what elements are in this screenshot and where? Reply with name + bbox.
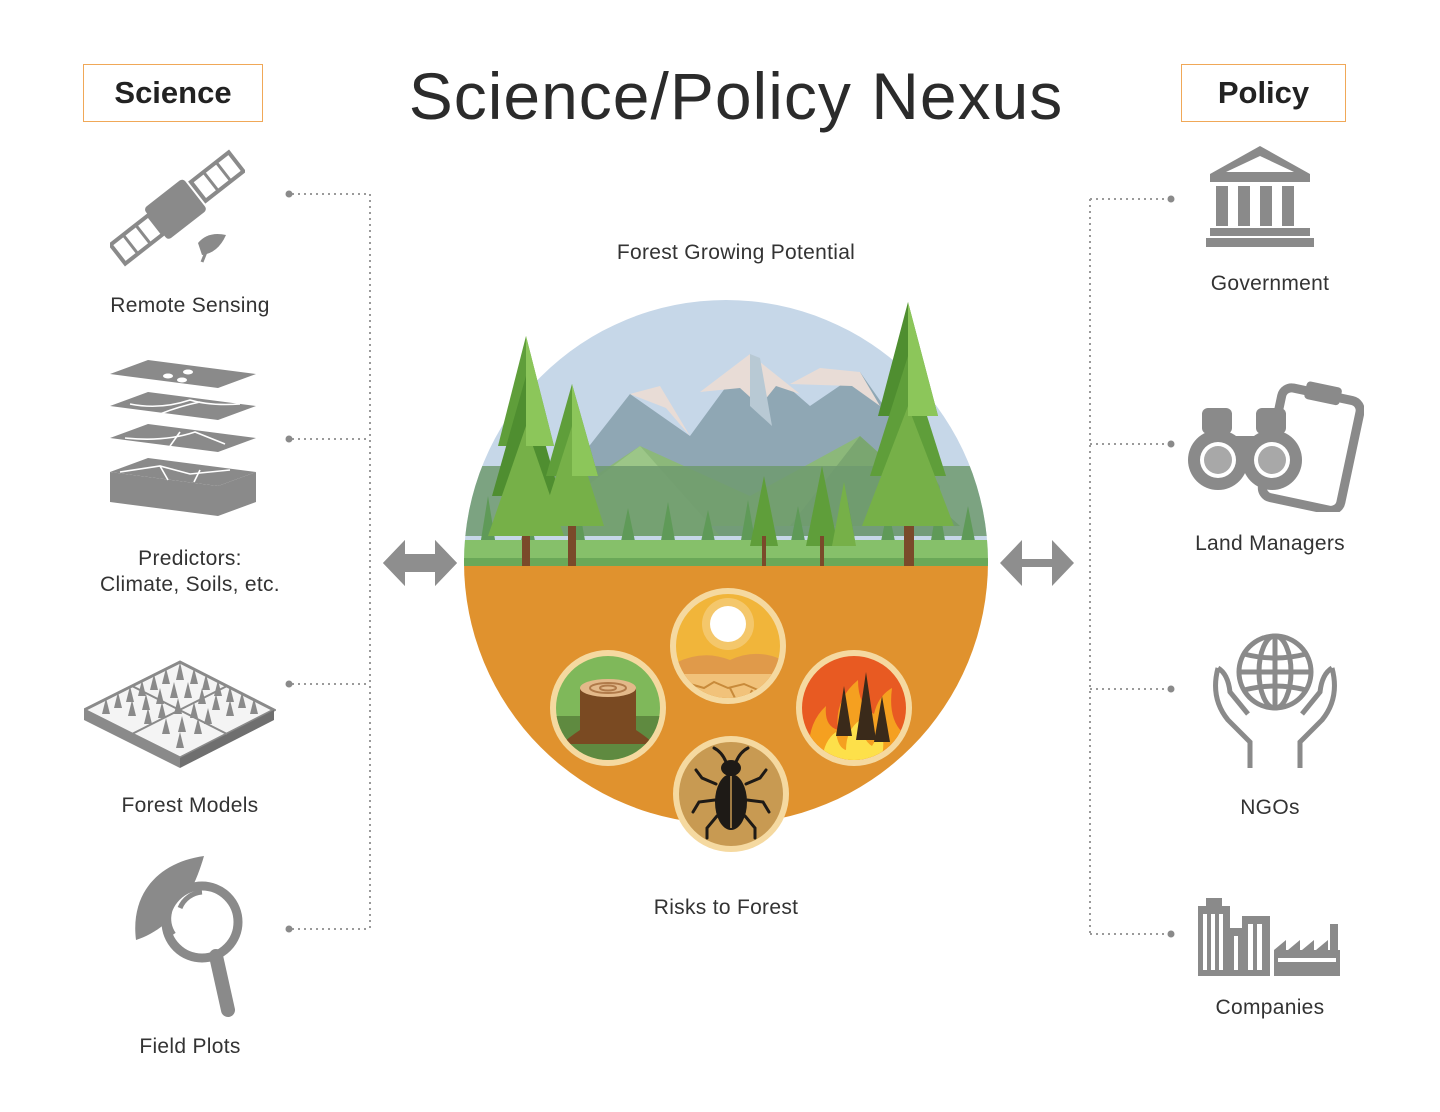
left-double-arrow-icon bbox=[383, 540, 457, 586]
ngos-label: NGOs bbox=[1240, 796, 1300, 819]
science-heading: Science bbox=[83, 64, 263, 122]
page-title: Science/Policy Nexus bbox=[408, 59, 1064, 133]
leaf-magnifier-icon bbox=[135, 856, 243, 1017]
predictors-label-line1: Predictors: bbox=[138, 547, 242, 570]
stump-icon bbox=[550, 650, 666, 766]
land-managers-label: Land Managers bbox=[1195, 532, 1345, 555]
buildings-factory-icon bbox=[1198, 898, 1340, 976]
fire-icon bbox=[796, 650, 912, 766]
government-building-icon bbox=[1206, 146, 1314, 247]
hands-globe-icon bbox=[1213, 633, 1337, 768]
predictors-label-line2: Climate, Soils, etc. bbox=[100, 573, 280, 596]
predictors-label: Predictors: Climate, Soils, etc. bbox=[80, 546, 300, 598]
field-plots-label: Field Plots bbox=[139, 1035, 241, 1058]
government-label: Government bbox=[1210, 272, 1330, 295]
forest-scene-illustration bbox=[464, 300, 988, 852]
map-layers-icon bbox=[110, 360, 256, 516]
risks-to-forest-label: Risks to Forest bbox=[653, 896, 799, 919]
forest-grid-icon bbox=[84, 660, 276, 768]
policy-heading: Policy bbox=[1181, 64, 1346, 122]
satellite-icon bbox=[110, 149, 245, 267]
right-double-arrow-icon bbox=[1000, 540, 1074, 586]
beetle-icon bbox=[673, 736, 789, 852]
drought-icon bbox=[670, 588, 786, 704]
companies-label: Companies bbox=[1215, 996, 1325, 1019]
forest-growing-potential-label: Forest Growing Potential bbox=[616, 241, 856, 264]
forest-models-label: Forest Models bbox=[121, 794, 259, 817]
remote-sensing-label: Remote Sensing bbox=[110, 294, 270, 317]
binoculars-clipboard-icon bbox=[1188, 381, 1364, 512]
